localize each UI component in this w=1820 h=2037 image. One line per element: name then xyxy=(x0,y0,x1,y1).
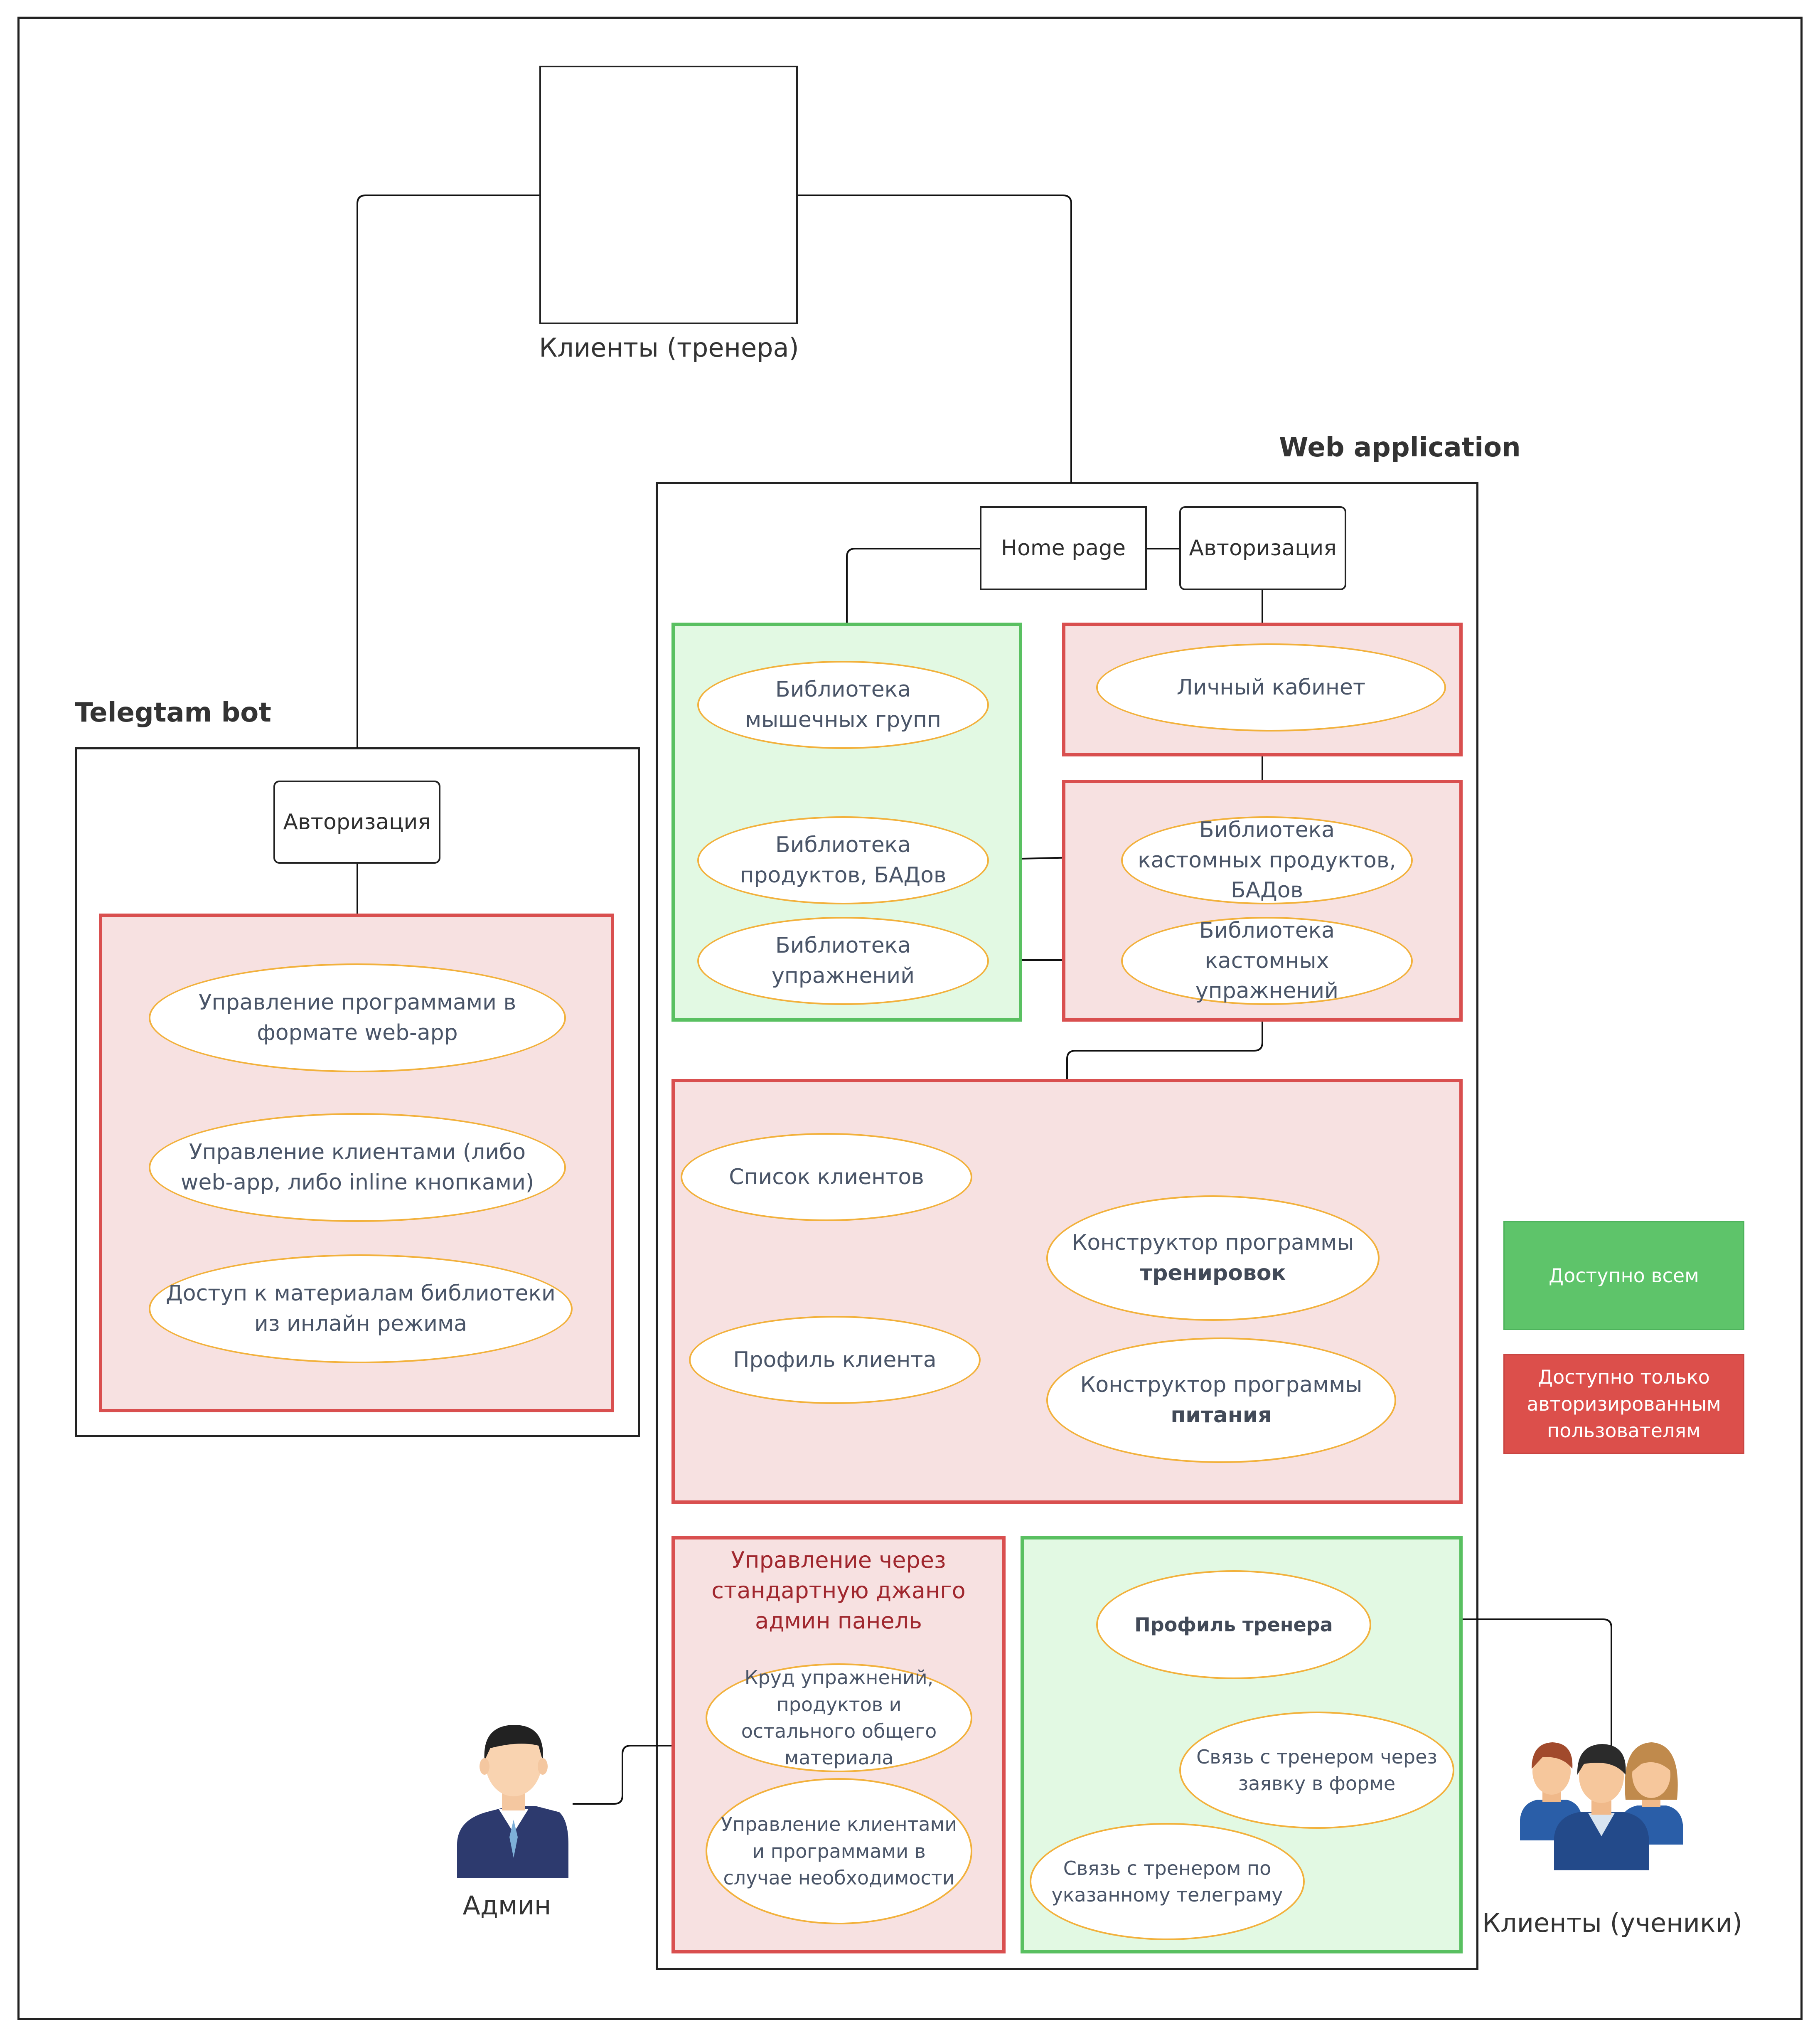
exercises-library: Библиотека упражнений xyxy=(697,917,989,1005)
custom-exercises-library: Библиотека кастомных упражнений xyxy=(1121,917,1413,1005)
telegram-bot-container xyxy=(75,747,640,1437)
nutrition-builder-line2: питания xyxy=(1171,1403,1272,1428)
admin-panel-title: Управление через стандартную джанго адми… xyxy=(711,1547,966,1634)
telegram-bot-title: Telegtam bot xyxy=(75,697,271,728)
workout-builder-line1: Конструктор программы xyxy=(1072,1230,1354,1256)
admin-client-program-management: Управление клиентами и программами в слу… xyxy=(706,1778,972,1924)
web-app-title: Web application xyxy=(1279,432,1521,463)
workout-program-builder: Конструктор программы тренировок xyxy=(1046,1195,1380,1321)
connector-home-to-public-libraries xyxy=(846,548,980,623)
custom-products-library: Библиотека кастомных продуктов, БАДов xyxy=(1121,816,1413,904)
web-app-container xyxy=(656,482,1478,1970)
student-clients-label: Клиенты (ученики) xyxy=(1482,1908,1742,1938)
muscle-groups-library: Библиотека мышечных групп xyxy=(697,661,989,749)
admin-label: Админ xyxy=(462,1890,551,1921)
connector-trainer-profile-to-students xyxy=(1370,1618,1612,1746)
legend-public: Доступно всем xyxy=(1503,1221,1744,1330)
connector-trainer-to-webapp xyxy=(797,195,1072,483)
admin-person-icon xyxy=(457,1725,568,1878)
contact-via-telegram: Связь с тренером по указанному телеграму xyxy=(1030,1823,1305,1940)
trainer-clients-label: Клиенты (тренера) xyxy=(539,333,799,363)
connector-custom-to-clients xyxy=(1066,1022,1263,1080)
bot-inline-library-access: Доступ к материалам библиотеки из инлайн… xyxy=(149,1254,573,1363)
products-library: Библиотека продуктов, БАДов xyxy=(697,816,989,904)
connector-admin-to-admin-panel xyxy=(573,1745,673,1805)
client-profile: Профиль клиента xyxy=(689,1316,981,1404)
nutrition-program-builder: Конструктор программы питания xyxy=(1046,1337,1396,1463)
workout-builder-line2: тренировок xyxy=(1140,1261,1286,1286)
home-page-node: Home page xyxy=(980,506,1147,590)
client-list: Список клиентов xyxy=(681,1133,972,1221)
bot-client-management: Управление клиентами (либо web-app, либо… xyxy=(149,1113,566,1222)
admin-crud-materials: Круд упражнений, продуктов и остального … xyxy=(706,1663,972,1772)
nutrition-builder-line1: Конструктор программы xyxy=(1080,1372,1363,1398)
personal-account: Личный кабинет xyxy=(1096,643,1446,732)
web-auth-node: Авторизация xyxy=(1179,506,1346,590)
trainer-actor-box xyxy=(539,66,798,324)
legend-authorized: Доступно только авторизированным пользов… xyxy=(1503,1354,1744,1454)
connector-trainer-to-telegram xyxy=(357,195,540,748)
contact-via-form: Связь с тренером через заявку в форме xyxy=(1179,1712,1454,1829)
telegram-auth-node: Авторизация xyxy=(273,781,440,864)
trainer-profile: Профиль тренера xyxy=(1096,1570,1371,1679)
student-group-icon xyxy=(1520,1742,1683,1870)
outer-frame xyxy=(17,17,1803,2020)
bot-program-management: Управление программами в формате web-app xyxy=(149,963,566,1072)
trainer-profile-title: Профиль тренера xyxy=(1134,1613,1333,1636)
